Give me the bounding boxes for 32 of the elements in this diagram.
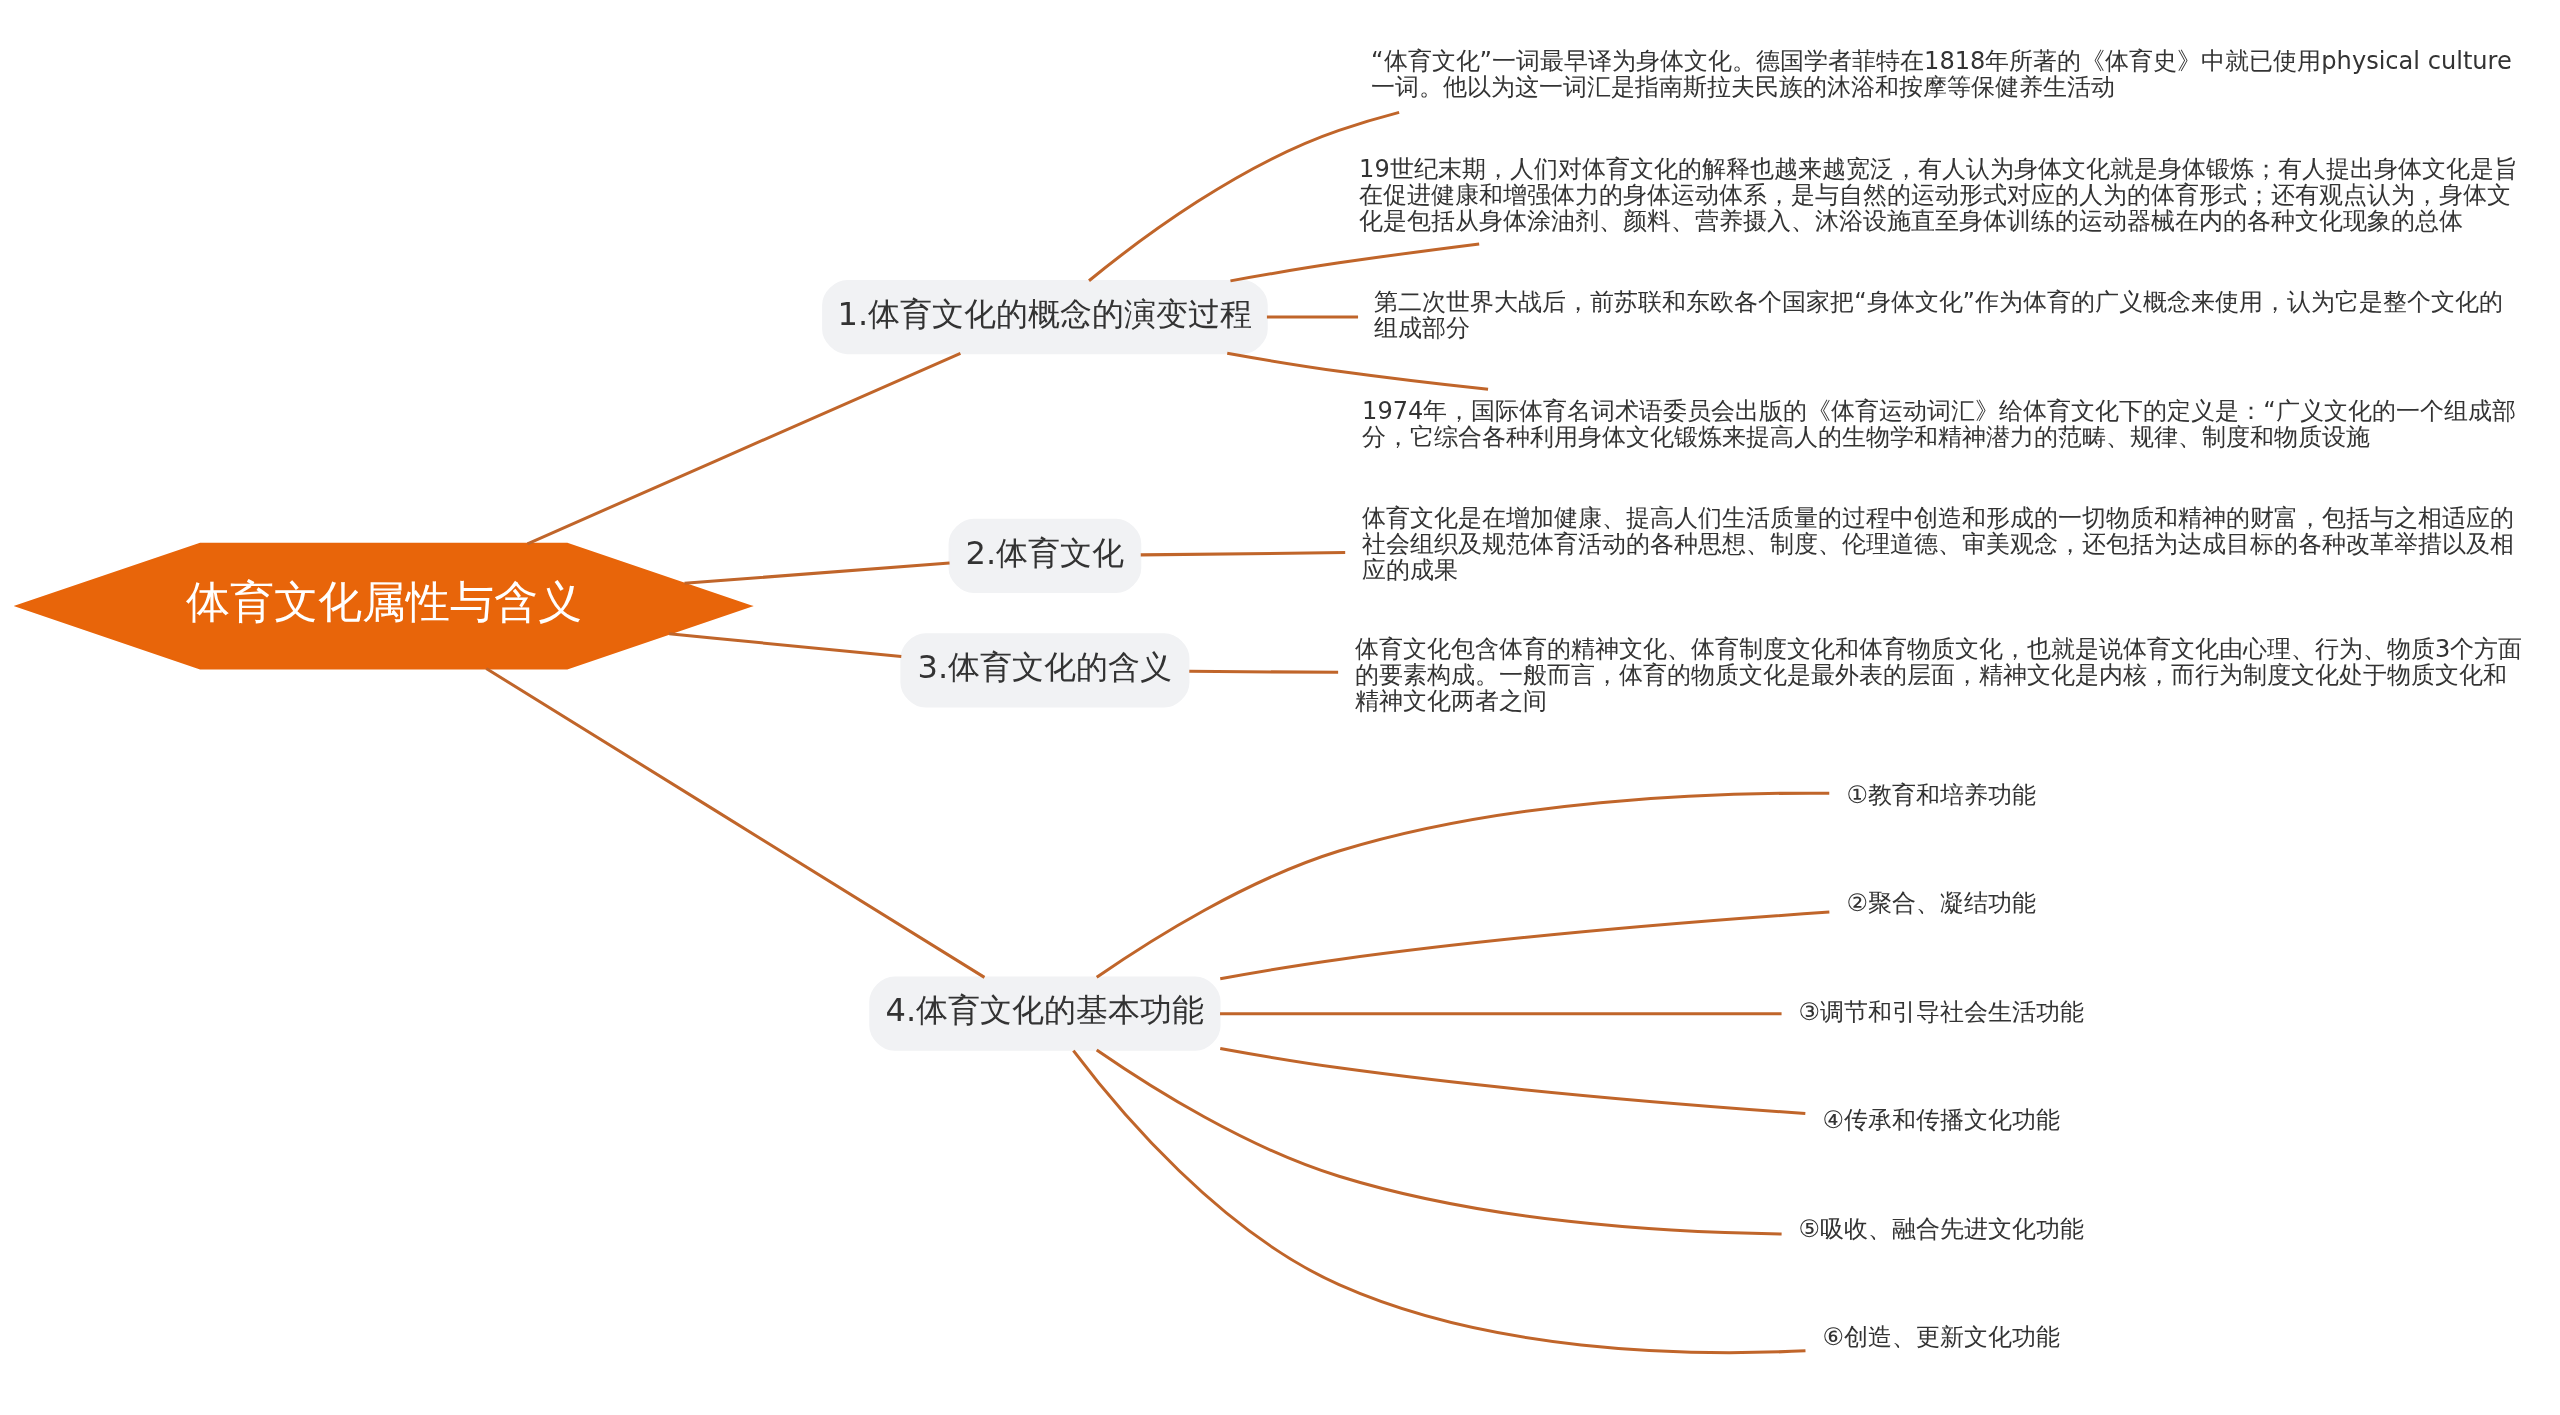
node-box: 3.体育文化的含义 bbox=[900, 633, 1190, 708]
connector bbox=[1220, 1047, 1806, 1116]
node-text: ③调节和引导社会生活功能 bbox=[1798, 997, 2085, 1026]
connector bbox=[684, 561, 950, 585]
node-text: ①教育和培养功能 bbox=[1846, 781, 2037, 810]
connector bbox=[1095, 1048, 1782, 1236]
connector bbox=[1140, 551, 1346, 557]
node-text: “体育文化”一词最早译为身体文化。德国学者菲特在1818年所著的《体育史》中就已使用physical culture一词。他以为这一词汇是指南斯拉夫民族的沐浴和按摩等保健养生活动 bbox=[1371, 47, 2512, 102]
node-text: ⑤吸收、融合先进文化功能 bbox=[1798, 1214, 2085, 1243]
connector bbox=[1220, 910, 1830, 981]
node-text: ⑥创造、更新文化功能 bbox=[1822, 1323, 2061, 1352]
node-text: ②聚合、凝结功能 bbox=[1846, 889, 2037, 918]
node-box: 1.体育文化的概念的演变过程 bbox=[822, 279, 1268, 355]
node-text: 第二次世界大战后，前苏联和东欧各个国家把“身体文化”作为体育的广义概念来使用，认为它是整个文化的组成部分 bbox=[1374, 288, 2504, 343]
connector bbox=[1226, 351, 1489, 391]
connector bbox=[1266, 315, 1359, 319]
connector bbox=[1189, 669, 1339, 674]
connector bbox=[1230, 242, 1480, 283]
connector bbox=[669, 632, 902, 658]
node-text: 1974年，国际体育名词术语委员会出版的《体育运动词汇》给体育文化下的定义是：“广义文化的一个组成部分，它综合各种利用身体文化锻炼来提高人的生物学和精神潜力的范畴、规律、制度和物质设施 bbox=[1362, 396, 2516, 451]
connector bbox=[1095, 791, 1830, 979]
connector bbox=[526, 351, 962, 546]
node-text: 体育文化是在增加健康、提高人们生活质量的过程中创造和形成的一切物质和精神的财富，包括与之相适应的社会组织及规范体育活动的各种思想、制度、伦理道德、审美观念，还包括为达成目标的各种改革举措以及相应的成果 bbox=[1362, 504, 2515, 585]
connector bbox=[1072, 1049, 1806, 1355]
node-box: 4.体育文化的基本功能 bbox=[869, 976, 1221, 1051]
node-text: 19世纪末期，人们对体育文化的解释也越来越宽泛，有人认为身体文化就是身体锻炼；有人提出身体文化是旨在促进健康和增强体力的身体运动体系，是与自然的运动形式对应的人为的体育形式；还有观点认为，身体文化是包括从身体涂油剂、颜料、营养摄入、沐浴设施直至身体训练的运动器械在内的各种文化现象的总体 bbox=[1359, 154, 2518, 235]
connector bbox=[1220, 1012, 1782, 1016]
node-box: 2.体育文化 bbox=[948, 518, 1142, 594]
node-text: 体育文化包含体育的精神文化、体育制度文化和体育物质文化，也就是说体育文化由心理、行为、物质3个方面的要素构成。一般而言，体育的物质文化是最外表的层面，精神文化是内核，而行为制度文化处于物质文化和精神文化两者之间 bbox=[1355, 634, 2523, 715]
node-text: ④传承和传播文化功能 bbox=[1822, 1106, 2061, 1135]
connector bbox=[1088, 110, 1400, 282]
connector bbox=[485, 667, 986, 979]
